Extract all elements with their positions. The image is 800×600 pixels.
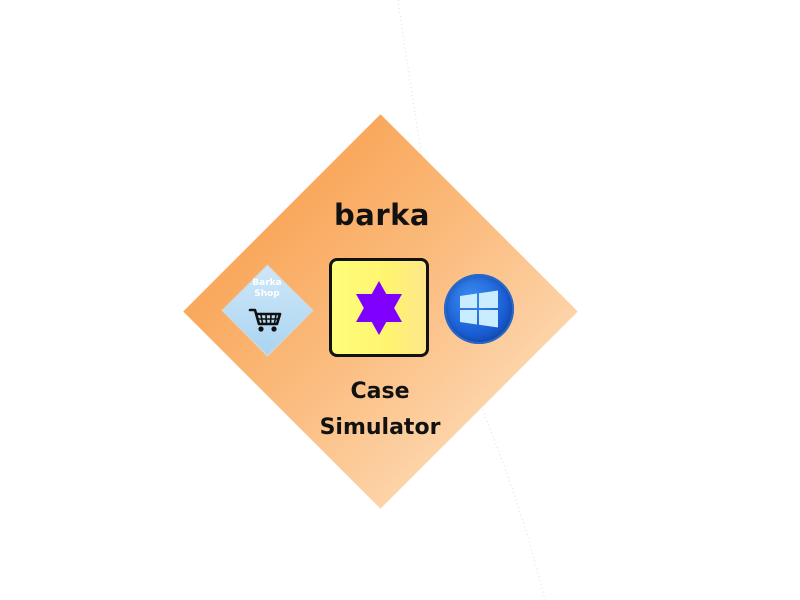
shop-button[interactable]: Barka Shop [219, 264, 315, 357]
windows-button[interactable] [444, 274, 514, 344]
case-open-button[interactable] [329, 258, 429, 357]
game-title: barka [334, 198, 430, 232]
shop-label-line2: Shop [254, 289, 280, 299]
shopping-cart-icon [248, 308, 282, 332]
shop-label-line1: Barka [252, 278, 282, 288]
six-point-star-icon [356, 280, 402, 335]
subtitle-line1: Case [350, 379, 410, 404]
subtitle-line2: Simulator [319, 415, 441, 440]
windows-logo-icon [460, 290, 498, 328]
